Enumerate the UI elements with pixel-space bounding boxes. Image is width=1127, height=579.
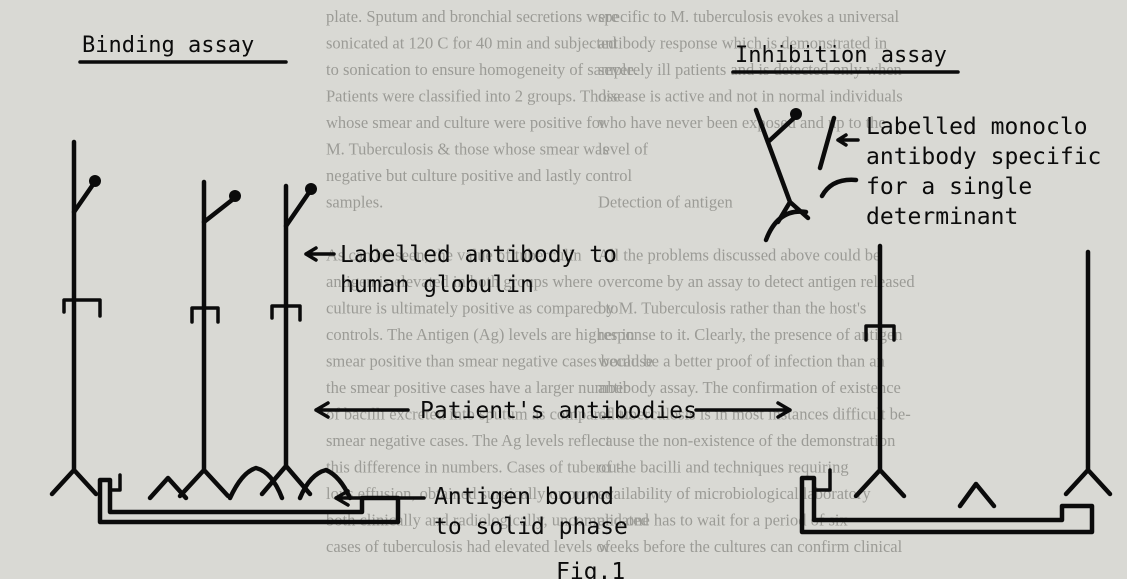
background-text-line: specific to M. tuberculosis evokes a uni… (598, 7, 899, 26)
inhibition-antibody-2 (1066, 252, 1110, 494)
labelled-antibody-arm-2 (204, 200, 232, 222)
label-monoclonal-line4: determinant (866, 204, 1018, 230)
inhibition-assay-title: Inhibition assay (735, 43, 947, 68)
labelled-antibody-arm-3 (286, 194, 308, 226)
background-text-line: All the problems discussed above could b… (598, 246, 880, 265)
background-text-line: the smear positive cases have a larger n… (326, 378, 629, 397)
background-text-line: culture is ultimately positive as compar… (326, 299, 618, 318)
background-text-line: smear negative cases. The Ag levels refl… (326, 431, 611, 450)
binding-solid-phase-inner (110, 475, 120, 490)
patient-antibody-1 (52, 142, 96, 494)
monoclonal-label-dot (790, 108, 802, 120)
background-text-line: antibody assay. The confirmation of exis… (598, 378, 901, 397)
arrow-monoclonal (838, 135, 858, 145)
background-text-line: would be a better proof of infection tha… (598, 352, 885, 371)
background-text-line: Detection of antigen (598, 193, 733, 212)
patient-antibody-3 (262, 186, 310, 494)
background-text-line: weeks before the cultures can confirm cl… (598, 537, 903, 556)
background-text-line: controls. The Antigen (Ag) levels are hi… (326, 325, 635, 344)
background-text-line: by M. Tuberculosis rather than the host'… (598, 299, 866, 318)
patient-antibody-2 (180, 182, 228, 496)
label-monoclonal-line3: for a single (866, 174, 1032, 200)
background-text-line: whose smear and culture were positive fo… (326, 113, 606, 132)
inhibition-antigen-hump (960, 484, 994, 506)
background-text-line: Patients were classified into 2 groups. … (326, 87, 620, 106)
labelled-antibody-arm-1 (74, 186, 92, 212)
background-text-line: plate. Sputum and bronchial secretions w… (326, 7, 618, 26)
label-antigen-line2: to solid phase (434, 514, 628, 540)
background-text-line: to sonication to ensure homogeneity of s… (326, 60, 638, 79)
label-labelled-antibody-line2: human globulin (340, 272, 534, 298)
background-text-line: negative but culture positive and lastly… (326, 166, 633, 185)
monoclonal-antibody-left (766, 212, 806, 240)
background-text-line: who have never been exposed and up to th… (598, 113, 886, 132)
background-text-line: overcome by an assay to detect antigen r… (598, 272, 915, 291)
background-text-line: of the bacilli and techniques requiring (598, 458, 849, 477)
background-text-line: this difference in numbers. Cases of tub… (326, 458, 622, 477)
background-text-line: cause the non-existence of the demonstra… (598, 431, 895, 450)
background-text-line: sonicated at 120 C for 40 min and subjec… (326, 34, 617, 53)
background-text-line: and one has to wait for a period of six (598, 511, 848, 530)
label-patients-antibodies: Patient's antibodies (420, 398, 697, 424)
binding-assay-title: Binding assay (82, 33, 254, 58)
bracket-1 (64, 300, 100, 316)
label-dot-2 (229, 190, 241, 202)
background-text-line: disease is active and not in normal indi… (598, 87, 903, 106)
background-text-line: samples. (326, 193, 383, 212)
background-text-line: level of (598, 140, 648, 159)
label-monoclonal-line2: antibody specific (866, 144, 1101, 170)
label-labelled-antibody-line1: Labelled antibody to (340, 242, 617, 268)
label-dot-3 (305, 183, 317, 195)
label-antigen-line1: Antigen bound (434, 484, 614, 510)
background-text-line: response to it. Clearly, the presence of… (598, 325, 903, 344)
background-text-right: specific to M. tuberculosis evokes a uni… (598, 7, 915, 556)
label-monoclonal-line1: Labelled monoclo (866, 114, 1088, 140)
label-dot-1 (89, 175, 101, 187)
figure-caption: Fig.1 (556, 559, 625, 579)
background-text-line: M. Tuberculosis & those whose smear was (326, 140, 609, 159)
